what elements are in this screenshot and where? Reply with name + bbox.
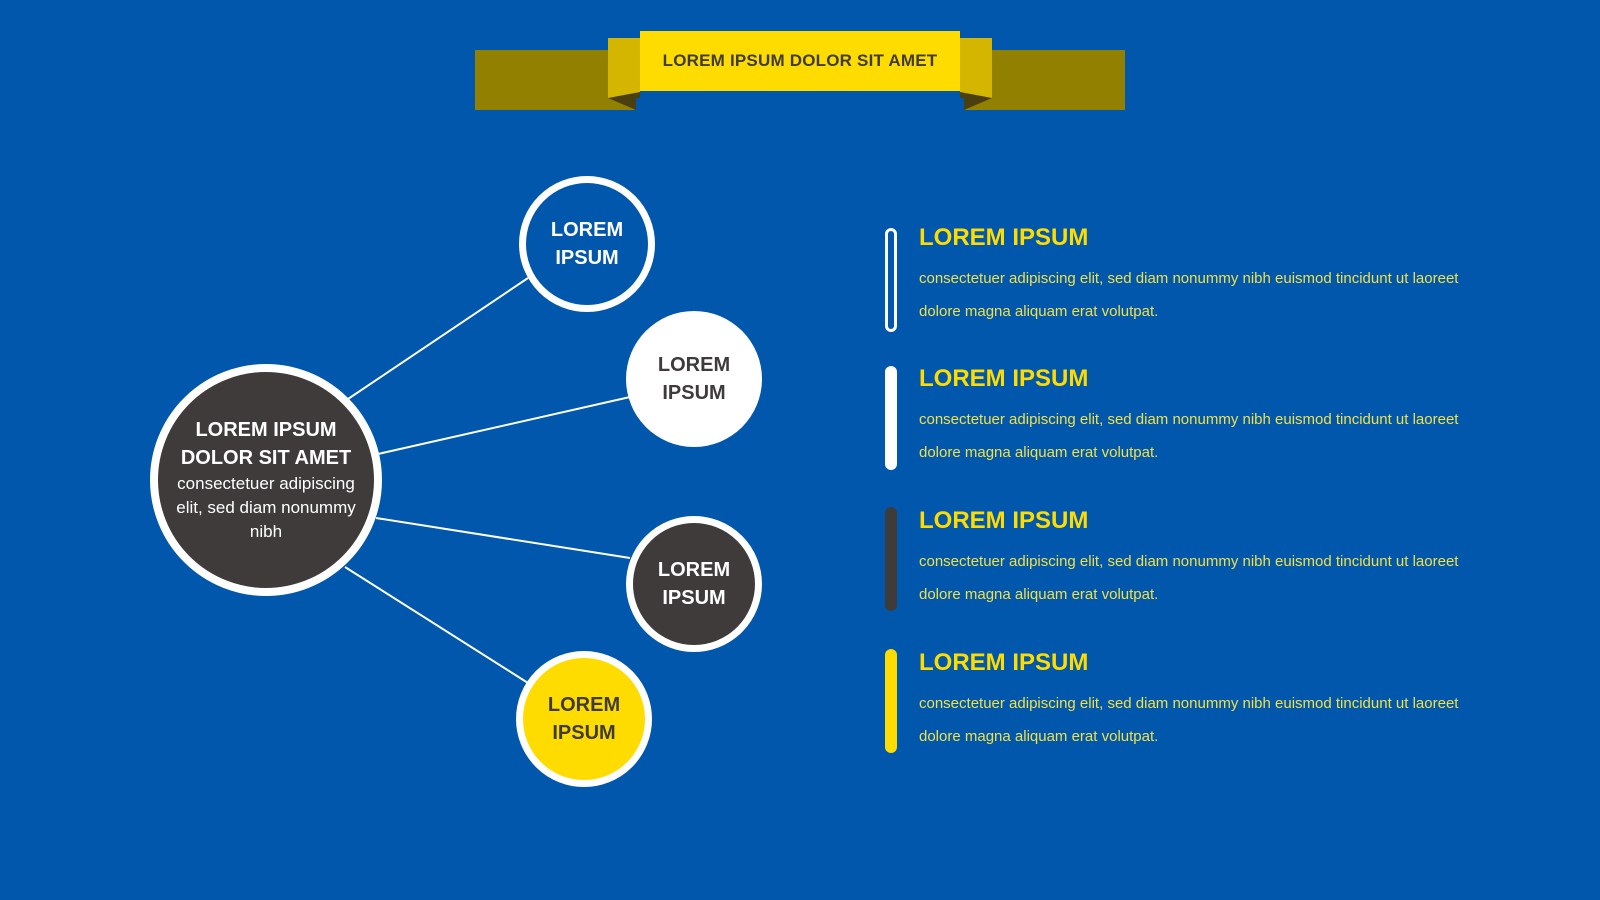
banner-right-shadow <box>960 92 992 110</box>
connector-line-3 <box>375 517 631 559</box>
list-title-2: LOREM IPSUM <box>919 365 1089 392</box>
list-bar-3 <box>885 507 897 611</box>
list-text-2: consectetuer adipiscing elit, sed diam n… <box>919 411 1459 461</box>
list-title-3: LOREM IPSUM <box>919 507 1089 534</box>
node-label-1: LOREM IPSUM <box>550 219 624 269</box>
banner-left-fold <box>608 38 640 98</box>
list-text-1: consectetuer adipiscing elit, sed diam n… <box>919 270 1459 320</box>
banner-right-fold <box>960 38 992 98</box>
connector-line-1 <box>347 277 529 400</box>
connector-line-2 <box>377 396 631 455</box>
list-title-4: LOREM IPSUM <box>919 649 1089 676</box>
banner-title: LOREM IPSUM DOLOR SIT AMET <box>640 31 960 91</box>
node-circle-1: LOREM IPSUM <box>519 176 655 312</box>
node-circle-2: LOREM IPSUM <box>626 311 762 447</box>
node-label-4: LOREM IPSUM <box>547 694 621 744</box>
node-label-2: LOREM IPSUM <box>657 354 731 404</box>
connector-line-4 <box>344 566 529 684</box>
list-bar-2 <box>885 366 897 470</box>
list-title-1: LOREM IPSUM <box>919 224 1089 251</box>
node-label-3: LOREM IPSUM <box>657 559 731 609</box>
banner-fold-shadows <box>608 92 992 110</box>
list-bar-1 <box>885 228 897 332</box>
list-text-4: consectetuer adipiscing elit, sed diam n… <box>919 695 1459 745</box>
center-circle: LOREM IPSUM DOLOR SIT AMET consectetuer … <box>150 364 382 596</box>
center-title: LOREM IPSUM DOLOR SIT AMET <box>180 419 352 469</box>
list-text-3: consectetuer adipiscing elit, sed diam n… <box>919 553 1459 603</box>
node-circle-4: LOREM IPSUM <box>516 651 652 787</box>
center-description: consectetuer adipiscing elit, sed diam n… <box>176 474 356 541</box>
node-circle-3: LOREM IPSUM <box>626 516 762 652</box>
list-bar-4 <box>885 649 897 753</box>
banner-left-shadow <box>608 92 640 110</box>
